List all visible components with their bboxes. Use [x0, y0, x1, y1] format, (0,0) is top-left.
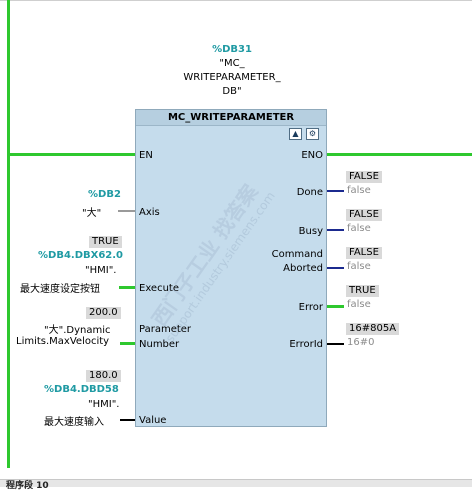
- top-divider: [0, 0, 472, 1]
- en-wire: [10, 153, 135, 156]
- done-wire: [327, 190, 344, 192]
- pin-eno: ENO: [301, 150, 323, 161]
- next-network-header: [0, 479, 472, 487]
- pin-value: Value: [139, 415, 167, 426]
- parameter-name-line1[interactable]: "大".Dynamic: [44, 325, 111, 336]
- axis-db-address[interactable]: %DB2: [88, 189, 121, 200]
- errorid-wire: [327, 343, 344, 345]
- busy-monitor-value: FALSE: [346, 209, 382, 221]
- errorid-monitor-value: 16#805A: [346, 323, 400, 335]
- done-monitor-value: FALSE: [346, 171, 382, 183]
- pin-errorid: ErrorId: [289, 339, 323, 350]
- execute-name-line2[interactable]: 最大速度设定按钮: [20, 284, 100, 295]
- value-address[interactable]: %DB4.DBD58: [44, 384, 119, 395]
- value-name-line1[interactable]: "HMI".: [88, 399, 120, 410]
- instance-db-name-line1[interactable]: "MC_: [219, 58, 245, 69]
- error-live-value: false: [347, 299, 371, 310]
- error-wire: [327, 305, 344, 308]
- pin-command-line1: Command: [271, 249, 323, 260]
- value-wire: [120, 419, 135, 421]
- errorid-live-value: 16#0: [347, 337, 375, 348]
- value-name-line2[interactable]: 最大速度输入: [44, 417, 104, 428]
- mc-writeparameter-block[interactable]: MC_WRITEPARAMETER ▲ ⚙ EN Axis Execute Pa…: [135, 109, 327, 427]
- execute-name-line1[interactable]: "HMI".: [85, 265, 117, 276]
- busy-wire: [327, 229, 344, 231]
- pin-axis: Axis: [139, 207, 160, 218]
- settings-icon[interactable]: ⚙: [306, 128, 319, 140]
- eno-wire: [327, 153, 472, 156]
- busy-live-value: false: [347, 223, 371, 234]
- block-title: MC_WRITEPARAMETER: [136, 110, 326, 126]
- parameter-name-line2[interactable]: Limits.MaxVelocity: [16, 336, 110, 347]
- command-aborted-live-value: false: [347, 261, 371, 272]
- axis-db-name[interactable]: "大": [82, 208, 102, 219]
- execute-wire: [119, 286, 135, 289]
- pin-busy: Busy: [298, 226, 323, 237]
- next-network-label[interactable]: 程序段 10: [6, 481, 49, 491]
- instance-db-address[interactable]: %DB31: [212, 44, 252, 55]
- pin-parameter-line1: Parameter: [139, 324, 192, 335]
- execute-address[interactable]: %DB4.DBX62.0: [38, 250, 124, 261]
- axis-wire: [118, 210, 135, 212]
- pin-done: Done: [296, 187, 323, 198]
- command-aborted-wire: [327, 267, 344, 269]
- pin-parameter-line2: Number: [139, 339, 180, 350]
- parameter-monitor-value: 200.0: [86, 307, 121, 319]
- execute-monitor-value: TRUE: [89, 236, 122, 248]
- pin-error: Error: [298, 302, 323, 313]
- instance-db-name-line2[interactable]: WRITEPARAMETER_: [183, 72, 281, 83]
- instance-db-name-line3[interactable]: DB": [222, 86, 242, 97]
- error-monitor-value: TRUE: [346, 285, 379, 297]
- pin-en: EN: [139, 150, 153, 161]
- value-monitor-value: 180.0: [86, 370, 121, 382]
- parameter-wire: [120, 342, 135, 345]
- db-icon[interactable]: ▲: [289, 128, 302, 140]
- done-live-value: false: [347, 185, 371, 196]
- left-power-rail: [7, 0, 10, 468]
- pin-execute: Execute: [139, 283, 179, 294]
- pin-command-line2: Aborted: [283, 263, 323, 274]
- command-aborted-monitor-value: FALSE: [346, 247, 382, 259]
